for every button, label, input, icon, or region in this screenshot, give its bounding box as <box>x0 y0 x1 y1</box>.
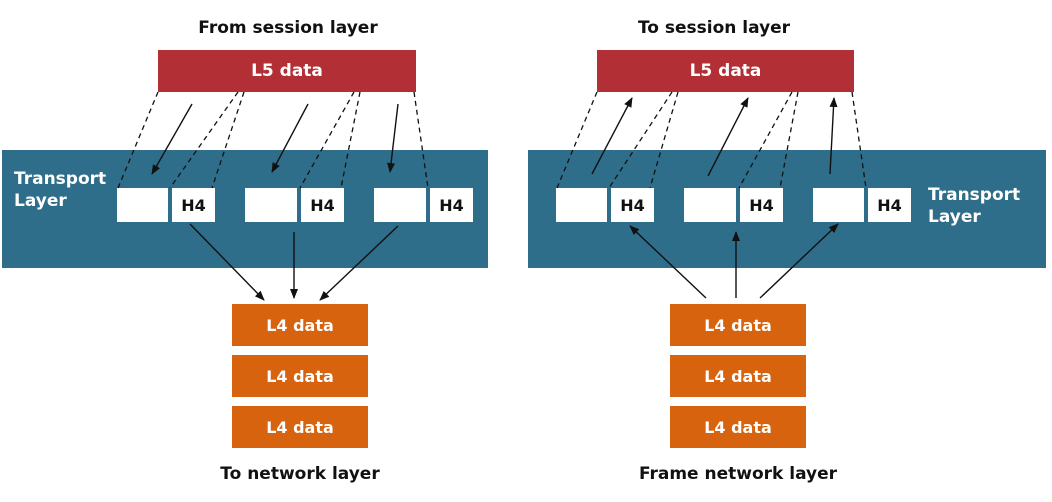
right-l4-data-3: L4 data <box>670 406 806 448</box>
right-from-network-arrows <box>629 223 839 299</box>
left-transport-label-line1: Transport <box>14 169 107 189</box>
left-segment-2 <box>245 188 297 222</box>
right-up-arrows <box>591 97 838 177</box>
right-h4-2: H4 <box>740 188 783 222</box>
left-h4-2: H4 <box>301 188 344 222</box>
left-h4-1: H4 <box>172 188 215 222</box>
left-top-title: From session layer <box>198 18 378 38</box>
left-l4-data-2: L4 data <box>232 355 368 397</box>
left-l5-data-box: L5 data <box>158 50 416 92</box>
right-transport-label: Transport Layer <box>928 184 1020 228</box>
left-segment-3 <box>374 188 426 222</box>
left-l4-data-1: L4 data <box>232 304 368 346</box>
right-l4-data-1: L4 data <box>670 304 806 346</box>
right-l5-data-box: L5 data <box>597 50 854 92</box>
right-segment-2 <box>684 188 736 222</box>
right-transport-label-line1: Transport <box>928 185 1021 205</box>
right-segment-3 <box>813 188 864 222</box>
right-l4-data-2: L4 data <box>670 355 806 397</box>
left-l4-data-3: L4 data <box>232 406 368 448</box>
right-bottom-title: Frame network layer <box>638 464 838 484</box>
left-h4-3: H4 <box>430 188 473 222</box>
right-top-title: To session layer <box>637 18 791 38</box>
right-h4-1: H4 <box>611 188 654 222</box>
left-transport-label-line2: Layer <box>14 191 67 211</box>
right-dashed-lines <box>556 91 867 189</box>
left-dashed-lines <box>117 91 429 189</box>
right-h4-3: H4 <box>868 188 911 222</box>
left-transport-label: Transport Layer <box>14 168 106 212</box>
right-segment-1 <box>556 188 607 222</box>
left-bottom-title: To network layer <box>220 464 380 484</box>
left-down-arrows <box>151 103 399 175</box>
right-transport-label-line2: Layer <box>928 207 981 227</box>
right-l5-label: L5 data <box>689 61 762 81</box>
left-segment-1 <box>117 188 168 222</box>
left-l5-label: L5 data <box>251 61 323 81</box>
left-to-network-arrows <box>189 223 399 301</box>
